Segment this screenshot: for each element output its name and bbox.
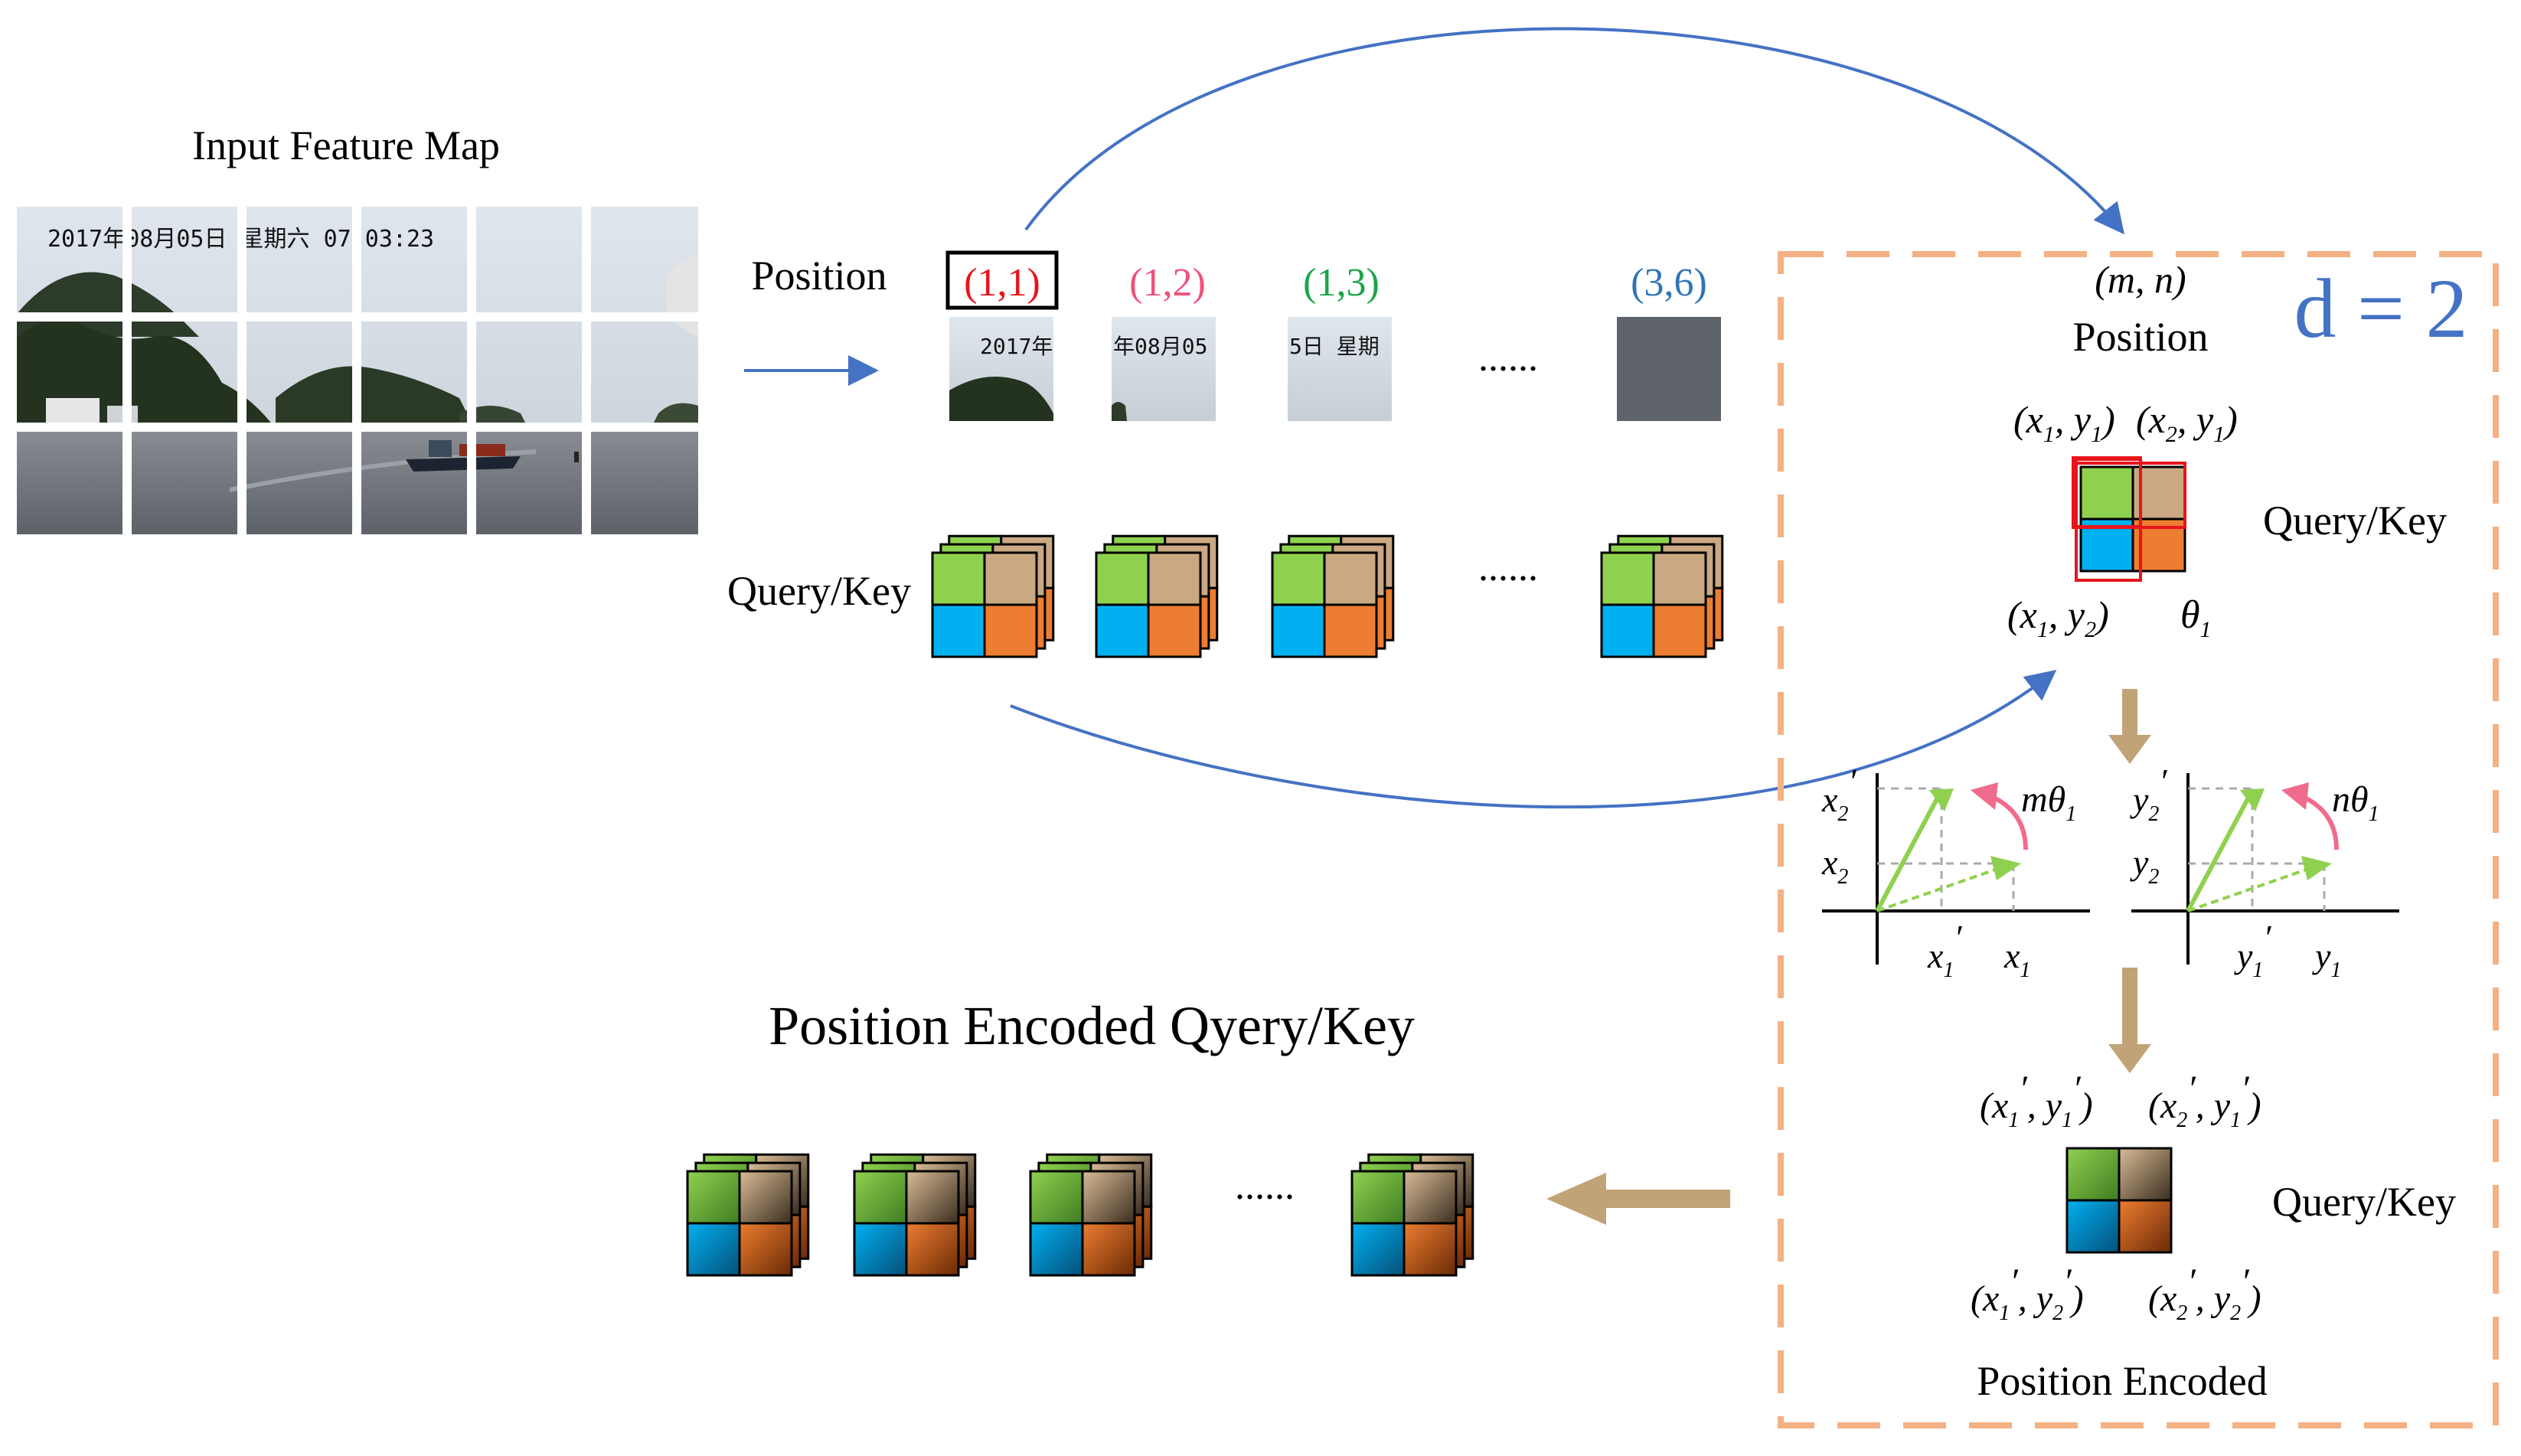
encoded-ellipsis: ......: [1235, 1164, 1295, 1208]
patch-label-3: (1,3): [1303, 261, 1380, 305]
position-encoded-title: Position Encoded Qyery/Key: [769, 995, 1415, 1056]
query-key-right-label: Query/Key: [2263, 498, 2447, 544]
query-key-block: [2072, 456, 2186, 582]
encoded-corner-1: (x1′, y1′): [1980, 1069, 2093, 1132]
patch-label-4: (3,6): [1631, 261, 1707, 305]
svg-text:x2′: x2′: [1821, 762, 1856, 826]
curve-arrow-bottom: [1010, 670, 2057, 809]
svg-text:y1: y1: [2312, 936, 2341, 982]
down-arrow-1: [2108, 689, 2151, 764]
query-key-stacks: [931, 534, 1724, 658]
svg-text:2017年: 2017年: [980, 334, 1053, 359]
position-right-label: Position: [2072, 314, 2208, 360]
patch-image-4: [1617, 317, 1721, 421]
mn-label: (m, n): [2095, 258, 2186, 301]
left-arrow: [1546, 1173, 1730, 1225]
encoded-stack-4: [1350, 1153, 1474, 1277]
position-encoded-label: Position Encoded: [1977, 1358, 2267, 1404]
input-feature-map-title: Input Feature Map: [192, 122, 500, 168]
patch-label-2: (1,2): [1129, 261, 1206, 305]
dashed-detail-box: [1778, 251, 2499, 1428]
svg-text:x1′: x1′: [1927, 918, 1962, 982]
query-key-stack-2: [1095, 534, 1219, 658]
svg-text:mθ1: mθ1: [2021, 779, 2076, 826]
svg-text:y1′: y1′: [2234, 918, 2271, 982]
patch-image-3: 5日 星期: [1288, 317, 1392, 421]
svg-text:5日 星期: 5日 星期: [1289, 334, 1380, 359]
query-key-stack-4: [1600, 534, 1724, 658]
query-key-stack-1: [931, 534, 1055, 658]
theta-label: θ1: [2180, 593, 2212, 642]
encoded-corner-4: (x2′, y2′): [2148, 1262, 2261, 1325]
svg-text:年08月05: 年08月05: [1113, 334, 1207, 359]
rotation-plot-x: x2′ x2 x1′ x1 mθ1: [1821, 762, 2090, 982]
corner-x2y1: (x2, y1): [2136, 398, 2238, 447]
curve-arrow-top: [1024, 27, 2124, 235]
encoded-query-key-block: [2065, 1147, 2173, 1254]
position-ellipsis: ......: [1478, 336, 1538, 380]
query-key-encoded-label: Query/Key: [2272, 1179, 2456, 1225]
patch-image-1: 2017年: [949, 317, 1053, 421]
encoded-corner-2: (x2′, y1′): [2148, 1069, 2261, 1132]
svg-text:x2: x2: [1821, 843, 1848, 889]
query-key-label: Query/Key: [727, 568, 911, 614]
encoded-stack-3: [1029, 1153, 1153, 1277]
patch-label-1: (1,1): [964, 261, 1040, 305]
input-photo: 2017年08月05日 星期六 07:03:23: [17, 207, 698, 534]
svg-text:y2: y2: [2130, 843, 2159, 889]
encoded-stacks: [686, 1153, 1474, 1277]
query-key-ellipsis: ......: [1478, 546, 1538, 589]
d-label: d = 2: [2294, 262, 2467, 355]
corner-x1y2: (x1, y2): [2007, 593, 2109, 642]
svg-text:x1: x1: [2003, 936, 2030, 982]
down-arrow-2: [2108, 968, 2151, 1073]
encoded-corner-3: (x1′, y2′): [1971, 1262, 2084, 1325]
svg-text:y2′: y2′: [2130, 762, 2167, 826]
corner-x1y1: (x1, y1): [2013, 398, 2115, 447]
encoded-stack-1: [686, 1153, 810, 1277]
selected-position-box: [945, 250, 1059, 310]
patch-image-2: 年08月05: [1112, 317, 1216, 421]
rotation-plot-y: y2′ y2 y1′ y1 nθ1: [2130, 762, 2399, 982]
position-label: Position: [751, 253, 887, 299]
svg-text:nθ1: nθ1: [2332, 779, 2379, 826]
query-key-stack-3: [1271, 534, 1395, 658]
encoded-stack-2: [853, 1153, 977, 1277]
